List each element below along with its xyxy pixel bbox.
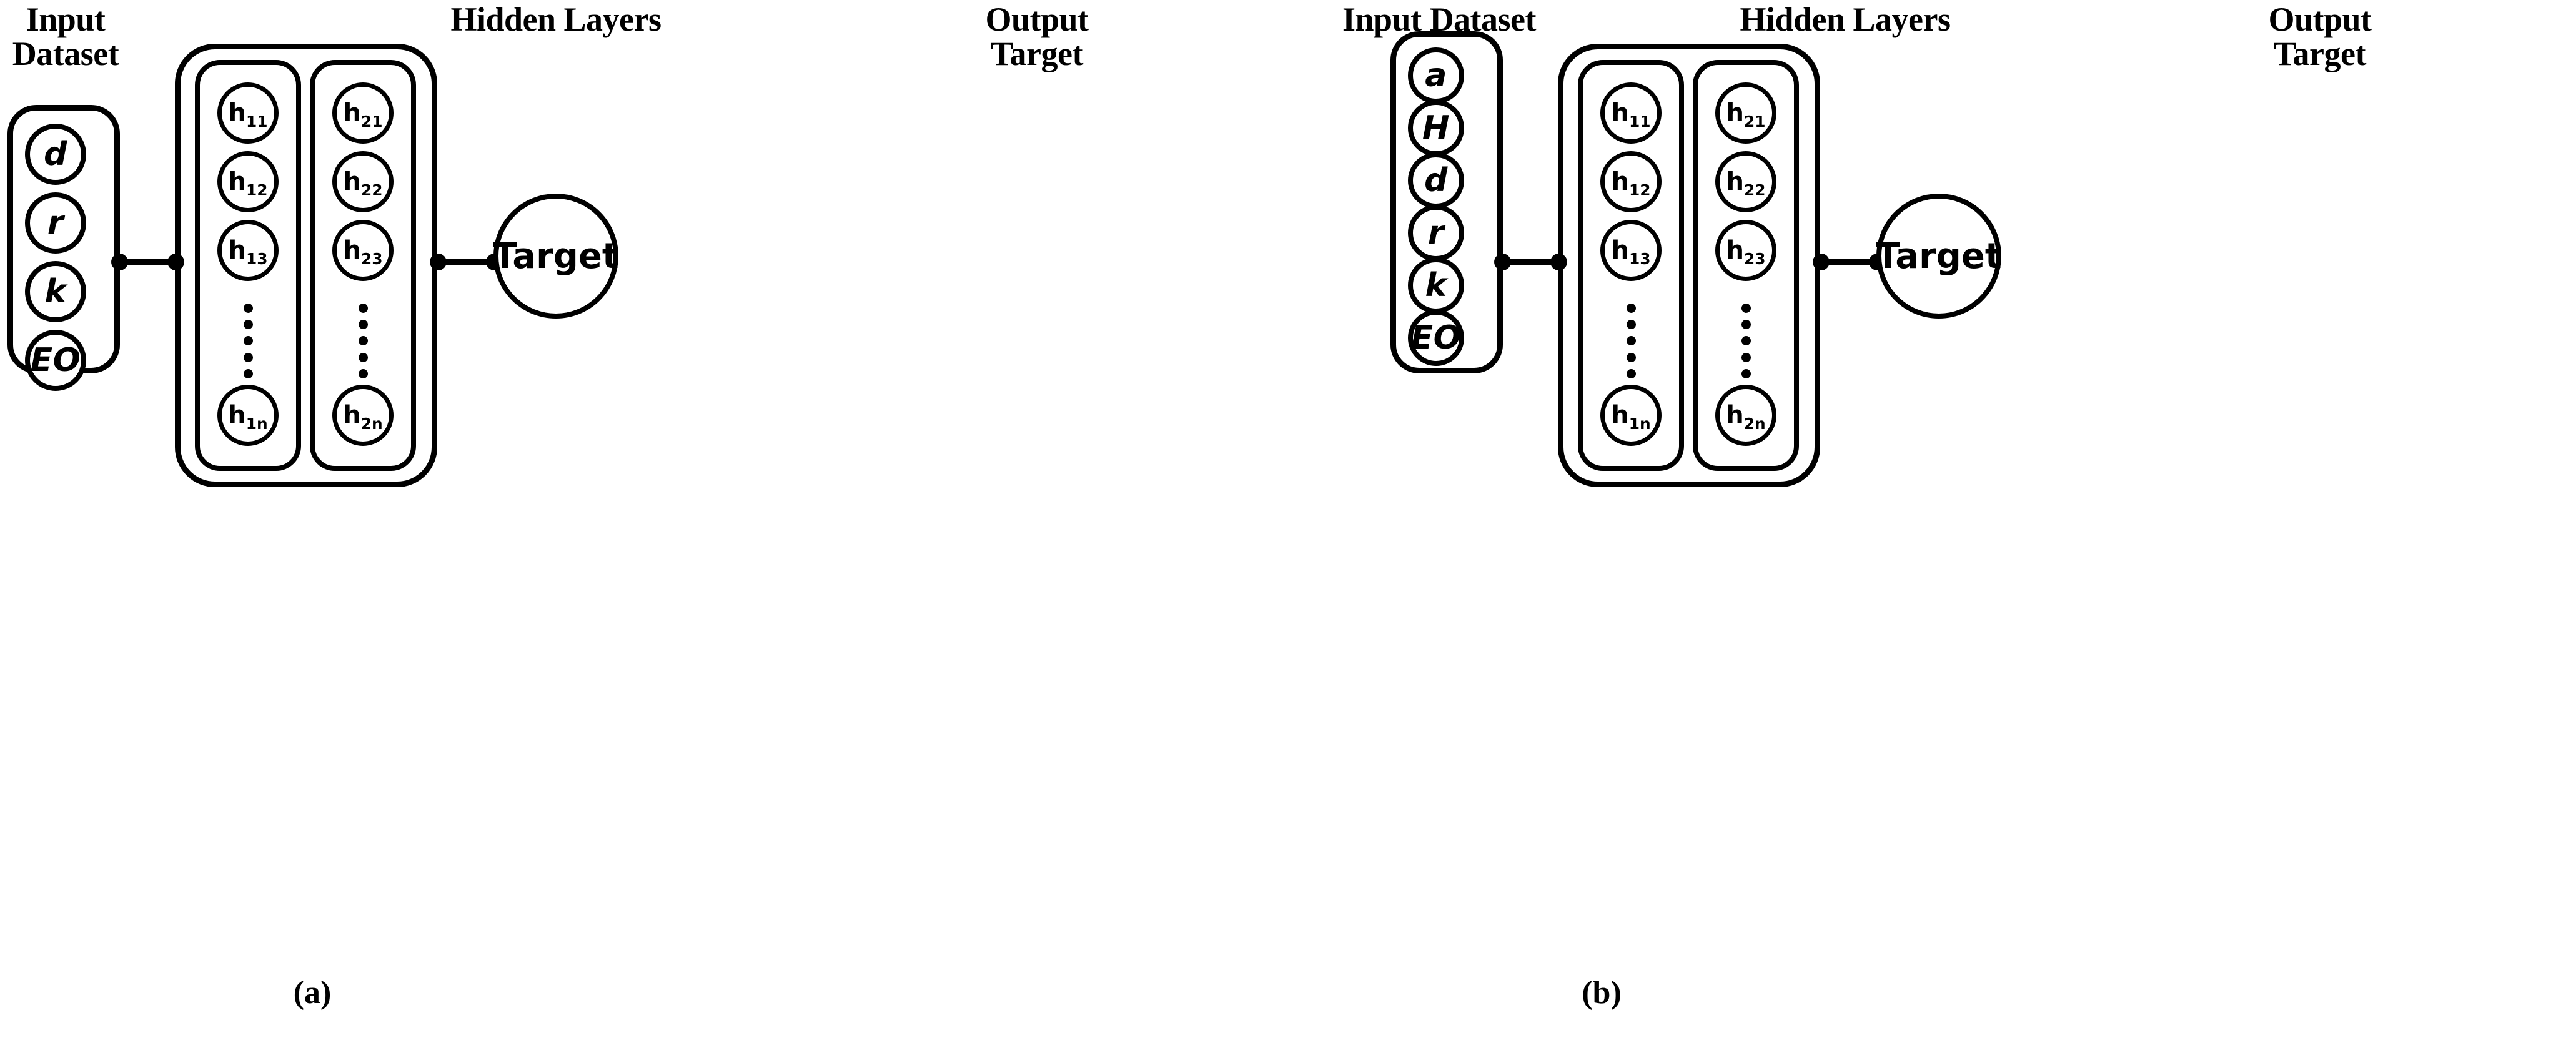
hidden-node-label-h11-b: h11 xyxy=(1611,99,1651,131)
hidden-node-label-h1n-a: h1n xyxy=(228,401,268,433)
input-node-r-a[interactable]: r xyxy=(25,192,86,254)
output-target-node-a[interactable]: Target xyxy=(493,194,619,319)
hidden-layer-2-ellipsis-b xyxy=(1741,304,1751,395)
hidden-node-h1n-a[interactable]: h1n xyxy=(217,385,279,446)
hidden-node-label-h23-a: h23 xyxy=(343,236,383,268)
panel-caption-a: (a) xyxy=(293,975,332,1011)
hidden-node-h1n-b[interactable]: h1n xyxy=(1600,385,1662,446)
output-header-line1-a: Output xyxy=(985,1,1089,38)
hidden-node-label-h21-a: h21 xyxy=(343,99,383,131)
input-header-line2-a: Dataset xyxy=(12,35,119,73)
wire-hidden-to-target-a xyxy=(437,259,493,265)
hidden-node-h11-a[interactable]: h11 xyxy=(217,82,279,144)
input-node-eo-a[interactable]: EO xyxy=(25,330,86,391)
input-node-a-b[interactable]: a xyxy=(1408,47,1464,104)
hidden-node-label-h1n-b: h1n xyxy=(1611,401,1651,433)
hidden-layers-header-b: Hidden Layers xyxy=(1740,1,1951,38)
hidden-node-h12-a[interactable]: h12 xyxy=(217,151,279,212)
input-dataset-box-b xyxy=(1390,31,1503,373)
hidden-node-label-h2n-b: h2n xyxy=(1726,401,1766,433)
hidden-node-label-h12-b: h12 xyxy=(1611,167,1651,199)
hidden-node-label-h13-a: h13 xyxy=(228,236,268,268)
panel-caption-b: (b) xyxy=(1582,975,1622,1011)
input-header-line1-a: Input xyxy=(26,1,106,38)
output-header-line2-a: Target xyxy=(991,35,1083,73)
output-target-node-b[interactable]: Target xyxy=(1876,194,2002,319)
hidden-node-h11-b[interactable]: h11 xyxy=(1600,82,1662,144)
input-node-d-a[interactable]: d xyxy=(25,124,86,185)
hidden-node-label-h12-a: h12 xyxy=(228,167,268,199)
hidden-node-h2n-a[interactable]: h2n xyxy=(332,385,394,446)
output-header-line1-b: Output xyxy=(2268,1,2372,38)
input-dataset-header-b: Input Dataset xyxy=(1289,2,1589,37)
input-node-d-b[interactable]: d xyxy=(1408,152,1464,209)
output-target-header-a: Output Target xyxy=(937,2,1137,71)
hidden-node-h22-b[interactable]: h22 xyxy=(1715,151,1776,212)
wire-input-to-hidden-a xyxy=(119,259,175,265)
wire-hidden-to-target-b xyxy=(1820,259,1876,265)
hidden-node-h23-a[interactable]: h23 xyxy=(332,220,394,281)
output-target-header-b: Output Target xyxy=(2220,2,2420,71)
input-node-H-b[interactable]: H xyxy=(1408,100,1464,156)
hidden-node-label-h11-a: h11 xyxy=(228,99,268,131)
panel-b: Input Dataset Hidden Layers Output Targe… xyxy=(1289,0,2576,1053)
hidden-layer-1-box-a xyxy=(195,60,301,471)
input-node-k-a[interactable]: k xyxy=(25,261,86,322)
hidden-node-h12-b[interactable]: h12 xyxy=(1600,151,1662,212)
hidden-layers-header-a: Hidden Layers xyxy=(450,1,661,38)
hidden-node-label-h13-b: h13 xyxy=(1611,236,1651,268)
hidden-layer-2-box-a xyxy=(310,60,416,471)
hidden-node-label-h21-b: h21 xyxy=(1726,99,1766,131)
hidden-node-h13-b[interactable]: h13 xyxy=(1600,220,1662,281)
hidden-node-label-h22-a: h22 xyxy=(343,167,383,199)
hidden-layer-2-ellipsis-a xyxy=(359,304,368,395)
input-header-line1-b: Input Dataset xyxy=(1342,1,1537,38)
hidden-layer-2-box-b xyxy=(1693,60,1799,471)
hidden-node-h13-a[interactable]: h13 xyxy=(217,220,279,281)
input-node-k-b[interactable]: k xyxy=(1408,257,1464,314)
wire-input-to-hidden-b xyxy=(1502,259,1558,265)
input-node-eo-b[interactable]: EO xyxy=(1408,310,1464,366)
hidden-layer-1-box-b xyxy=(1578,60,1684,471)
hidden-node-h2n-b[interactable]: h2n xyxy=(1715,385,1776,446)
output-header-line2-b: Target xyxy=(2274,35,2366,73)
panel-a: Input Dataset Hidden Layers Output Targe… xyxy=(0,0,1287,1053)
hidden-node-h22-a[interactable]: h22 xyxy=(332,151,394,212)
hidden-node-h21-b[interactable]: h21 xyxy=(1715,82,1776,144)
input-dataset-header-a: Input Dataset xyxy=(0,2,131,71)
hidden-node-label-h2n-a: h2n xyxy=(343,401,383,433)
input-node-r-b[interactable]: r xyxy=(1408,205,1464,261)
hidden-node-h23-b[interactable]: h23 xyxy=(1715,220,1776,281)
hidden-layer-1-ellipsis-b xyxy=(1627,304,1636,395)
hidden-node-label-h22-b: h22 xyxy=(1726,167,1766,199)
hidden-layer-1-ellipsis-a xyxy=(244,304,253,395)
hidden-node-h21-a[interactable]: h21 xyxy=(332,82,394,144)
hidden-node-label-h23-b: h23 xyxy=(1726,236,1766,268)
